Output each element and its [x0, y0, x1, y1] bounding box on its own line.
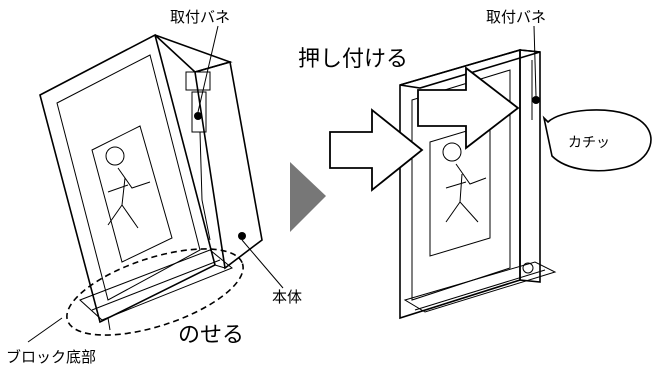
- push-label: 押し付ける: [298, 47, 408, 72]
- right-exit-sign-fixture: [399, 48, 557, 320]
- place-label: のせる: [178, 323, 244, 348]
- click-bubble: [542, 109, 652, 172]
- mounting-spring-left: [185, 71, 211, 241]
- spring-label-right: 取付バネ: [486, 8, 546, 26]
- click-label: カチッ: [568, 135, 610, 151]
- body-label: 本体: [272, 288, 302, 306]
- leader-block-bottom: [27, 317, 63, 343]
- push-arrow-icon-upper: [417, 66, 520, 150]
- spring-label-left: 取付バネ: [170, 8, 230, 26]
- spring-point-dot-right: [532, 96, 540, 104]
- running-man-icon-right: [442, 142, 487, 223]
- spring-point-dot-left: [194, 112, 202, 120]
- running-man-icon-left: [105, 146, 151, 229]
- left-exit-sign-fixture: [39, 33, 263, 331]
- block-bottom-label: ブロック底部: [6, 348, 96, 366]
- leader-body: [241, 239, 284, 289]
- leader-spring-right: [533, 25, 537, 97]
- leader-spring-left: [197, 25, 219, 113]
- body-point-dot: [238, 232, 246, 240]
- push-arrow-icon-lower: [329, 108, 424, 192]
- block-bottom-highlight: [66, 248, 244, 336]
- step-arrow-icon: [290, 162, 326, 232]
